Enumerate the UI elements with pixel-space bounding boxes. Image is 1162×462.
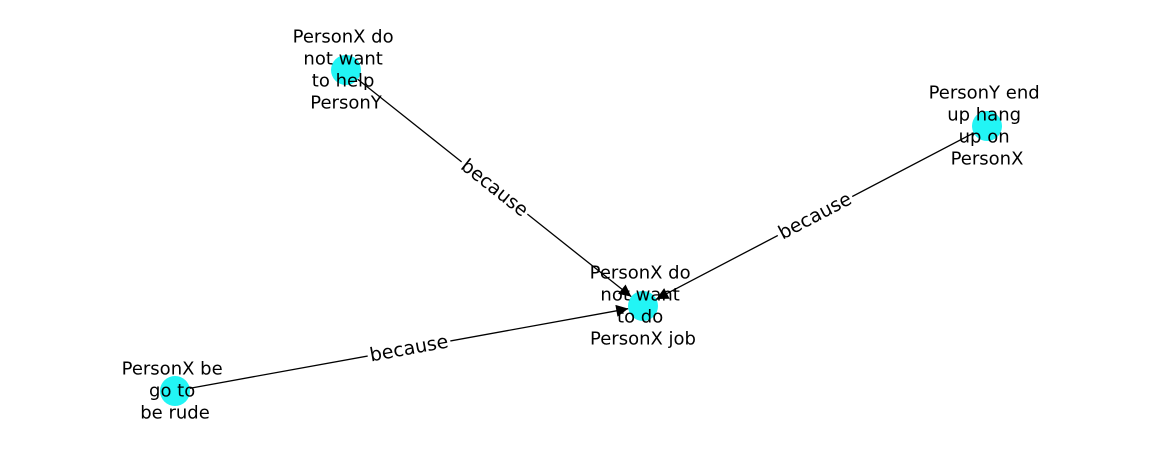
node-label-line: PersonX [951,149,1024,170]
node-label: PersonX be go to be rude [122,353,229,424]
node-label-line: to help [312,71,375,92]
node-circle [331,55,361,85]
edge-label-text: because [368,331,450,367]
node-label-line: PersonY [310,93,382,114]
node-label-line: up hang [947,105,1021,126]
node-label-line: go to [149,381,195,402]
edges-layer [174,69,988,392]
edge-label-text: because [775,188,856,244]
node-label-line: PersonX do [293,27,394,48]
node-label-line: to do [617,307,663,328]
edge-label-text: because [457,155,533,222]
node-circle [972,111,1002,141]
node-label-line: PersonY end [929,83,1040,104]
node-circle [160,376,190,406]
edge-label-background [454,152,535,224]
node-labels-layer: PersonX do not want to help PersonY Pers… [122,21,1046,424]
edge-label: because [772,185,858,247]
nodes-layer [160,55,1002,406]
node-label-line: PersonX job [590,329,696,350]
node-label-line: PersonX do [590,263,691,284]
edge-label: because [454,152,535,224]
node-label-line: PersonX be [122,359,223,380]
edge-label-background [365,329,453,368]
node-label-line: not want [303,49,382,70]
node-label-line: be rude [140,403,210,424]
edge-label: because [365,329,453,368]
node-label-line: up on [959,127,1010,148]
node-label-line: not want [600,285,679,306]
edge-label-background [772,185,858,247]
node-label: PersonY end up hang up on PersonX [929,77,1046,170]
node-circle [628,291,658,321]
node-label: PersonX do not want to do PersonX job [590,257,697,350]
node-label: PersonX do not want to help PersonY [293,21,400,114]
